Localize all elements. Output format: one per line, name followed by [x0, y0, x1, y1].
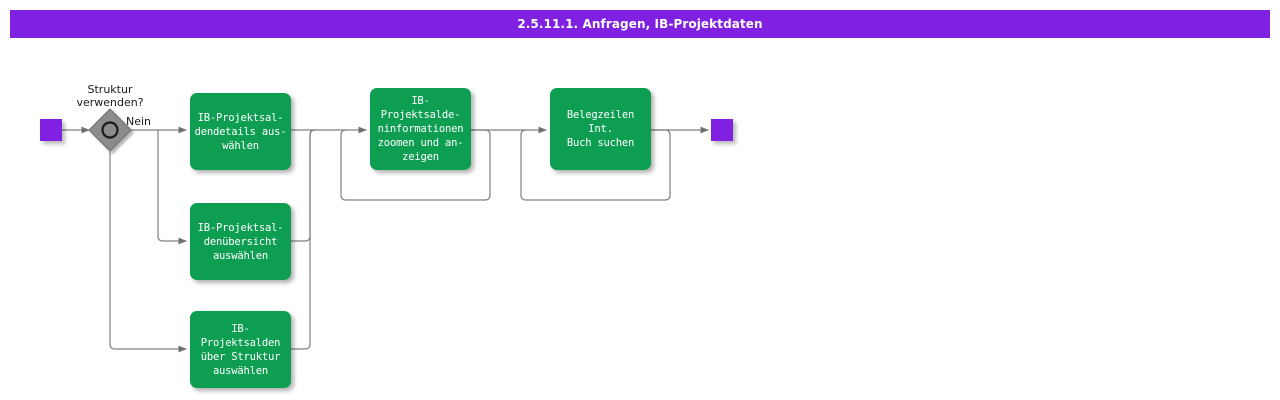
process-label: IB-Projektsal- denübersicht auswählen — [197, 221, 284, 262]
process-box-belegzeilen-int-buch[interactable]: Belegzeilen Int. Buch suchen — [550, 88, 651, 170]
edge-label-nein: Nein — [126, 115, 152, 128]
page-header: 2.5.11.1. Anfragen, IB-Projektdaten — [10, 10, 1270, 38]
edge-bus-to-proc2 — [157, 129, 187, 245]
edge-decision-to-proc3 — [109, 151, 187, 353]
process-box-projektsaldeninformationen[interactable]: IB-Projektsalde- ninformationen zoomen u… — [370, 88, 471, 170]
process-label: IB-Projektsalden über Struktur auswählen — [200, 322, 281, 377]
process-box-projektsalden-ueber-struktur[interactable]: IB-Projektsalden über Struktur auswählen — [190, 311, 291, 388]
decision-label: Struktur verwenden? — [76, 83, 144, 109]
edge-proc4-loopback — [340, 129, 491, 201]
process-label: Belegzeilen Int. Buch suchen — [566, 109, 635, 149]
process-box-projektsaldenuebersicht[interactable]: IB-Projektsal- denübersicht auswählen — [190, 203, 291, 280]
process-label: IB-Projektsal- dendetails aus- wählen — [194, 111, 287, 152]
edge-proc2-merge — [290, 129, 316, 242]
start-terminator[interactable] — [40, 119, 62, 141]
process-label: IB-Projektsalde- ninformationen zoomen u… — [377, 95, 464, 163]
end-terminator[interactable] — [711, 119, 733, 141]
edge-proc5-loopback — [520, 129, 671, 201]
edge-proc3-merge — [290, 129, 316, 350]
process-box-projektsaldendetails[interactable]: IB-Projektsal- dendetails aus- wählen — [190, 93, 291, 170]
decision-diamond — [88, 108, 132, 152]
page-title: 2.5.11.1. Anfragen, IB-Projektdaten — [517, 17, 763, 31]
